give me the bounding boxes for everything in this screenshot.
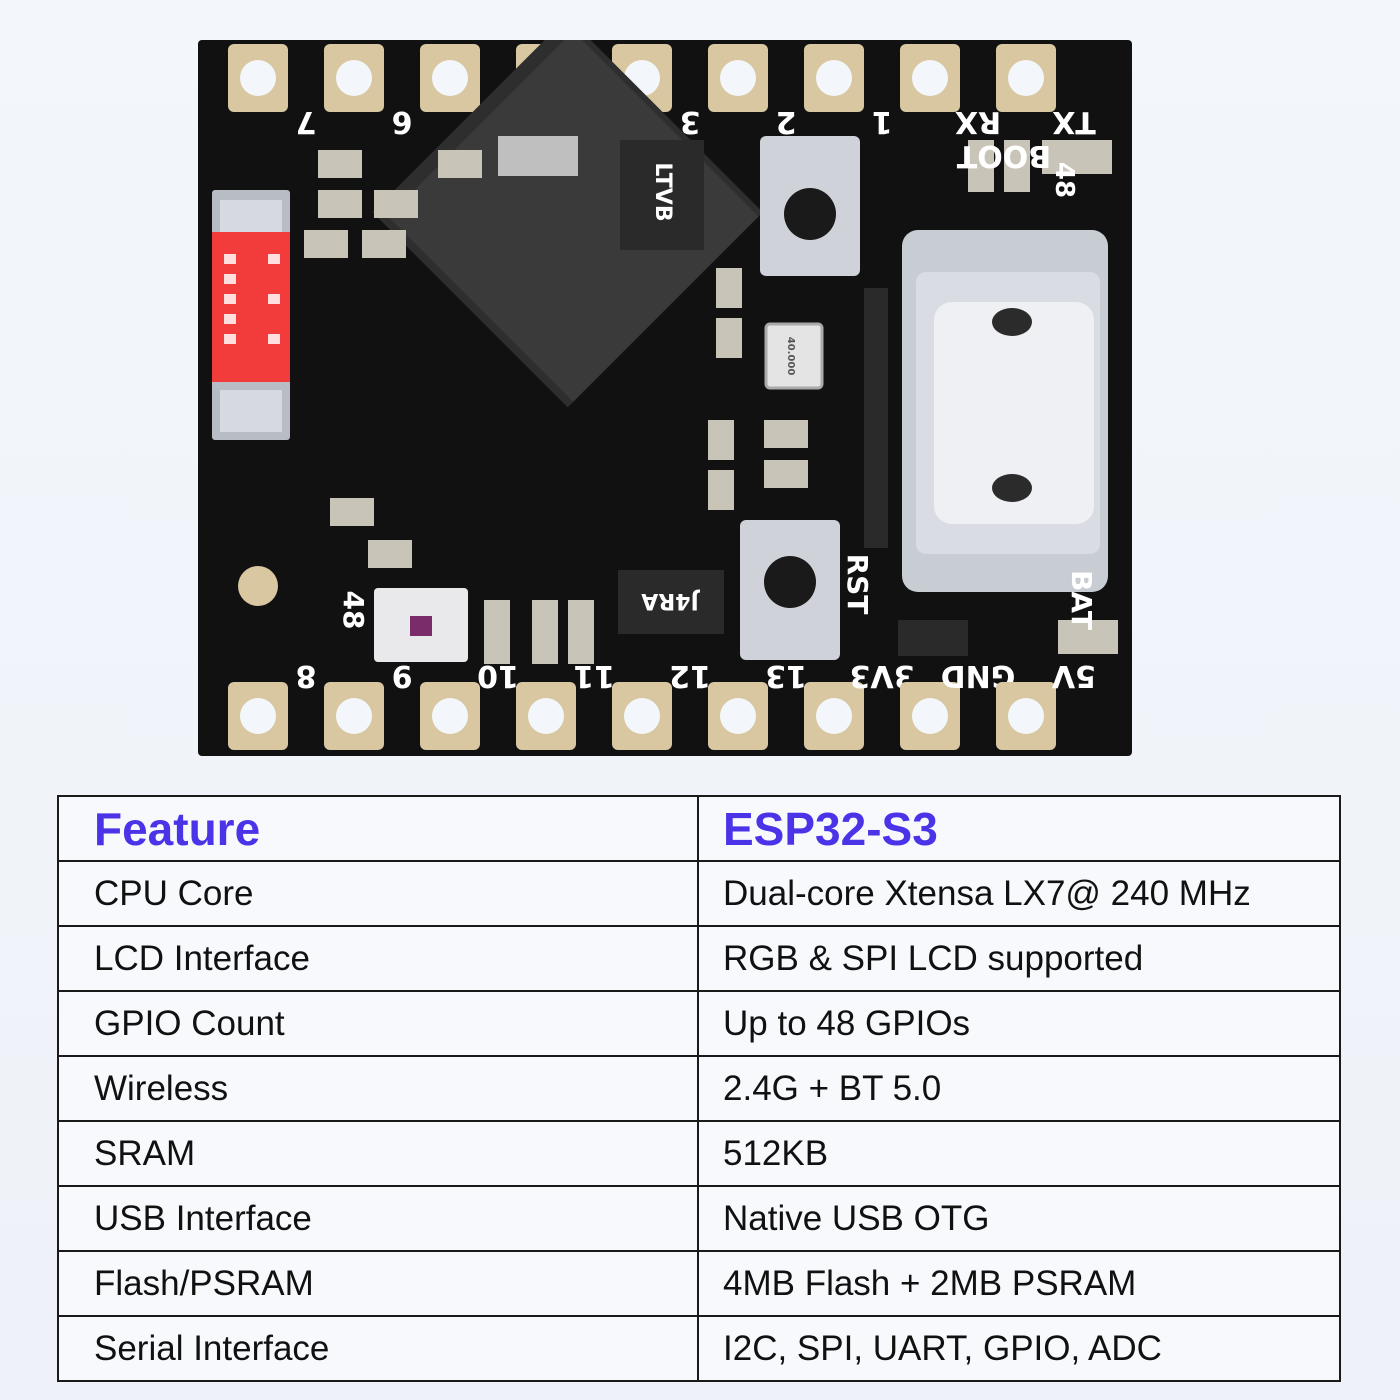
bottom-pin-label-4: 12 [669,658,711,693]
silk-rst: RST [841,554,874,615]
table-row: USB Interface Native USB OTG [57,1185,1341,1252]
feature-cell: Serial Interface [57,1315,699,1382]
feature-cell: LCD Interface [57,925,699,992]
bottom-pin-hole-7 [912,698,948,734]
top-pin-label-6: 1 [872,104,893,139]
value-cell: Dual-core Xtensa LX7@ 240 MHz [697,860,1341,927]
table-row: LCD Interface RGB & SPI LCD supported [57,925,1341,992]
usb-c-port [864,230,1108,592]
table-row: Serial Interface I2C, SPI, UART, GPIO, A… [57,1315,1341,1382]
bottom-pin-label-1: 9 [392,658,413,693]
table-row: CPU Core Dual-core Xtensa LX7@ 240 MHz [57,860,1341,927]
top-pin-label-8: TX [1052,104,1096,139]
svg-text:LTVB: LTVB [650,162,675,221]
top-pin-label-5: 2 [776,104,797,139]
value-cell: Native USB OTG [697,1185,1341,1252]
table-row: Flash/PSRAM 4MB Flash + 2MB PSRAM [57,1250,1341,1317]
bottom-pin-label-0: 8 [296,658,317,693]
top-pin-label-0: 7 [296,104,317,139]
top-pin-label-4: 3 [680,104,701,139]
value-cell: I2C, SPI, UART, GPIO, ADC [697,1315,1341,1382]
bottom-pin-hole-2 [432,698,468,734]
bottom-pin-hole-3 [528,698,564,734]
value-cell: 4MB Flash + 2MB PSRAM [697,1250,1341,1317]
mounting-pad [238,566,278,606]
bottom-pin-hole-4 [624,698,660,734]
top-pin-label-1: 6 [392,104,413,139]
top-pin-hole-7 [912,60,948,96]
bottom-pin-label-8: 5V [1051,658,1096,693]
value-cell: 512KB [697,1120,1341,1187]
top-pin-hole-2 [432,60,468,96]
bottom-pin-hole-5 [720,698,756,734]
table-row: SRAM 512KB [57,1120,1341,1187]
ldo-bottom: J4RA [618,570,724,634]
svg-text:J4RA: J4RA [641,588,700,613]
top-pin-hole-6 [816,60,852,96]
top-pin-hole-5 [720,60,756,96]
silk-48-top: 48 [1049,162,1079,198]
silk-boot: BOOT [956,138,1051,173]
feature-cell: Wireless [57,1055,699,1122]
crystal: 40.000 [764,322,824,390]
ldo-top: LTVB [620,140,704,250]
value-cell: RGB & SPI LCD supported [697,925,1341,992]
table-row: Wireless 2.4G + BT 5.0 [57,1055,1341,1122]
table-header-row: Feature ESP32-S3 [57,795,1341,862]
top-pin-hole-1 [336,60,372,96]
top-pin-label-7: RX [955,104,1001,139]
rgb-led [374,588,468,662]
bottom-pin-hole-8 [1008,698,1044,734]
silk-bat: BAT [1065,570,1098,630]
bottom-pin-label-5: 13 [765,658,807,693]
feature-cell: SRAM [57,1120,699,1187]
silk-48-bottom: 48 [337,591,370,630]
bottom-pin-hole-0 [240,698,276,734]
table-row: GPIO Count Up to 48 GPIOs [57,990,1341,1057]
feature-cell: Flash/PSRAM [57,1250,699,1317]
bottom-pin-hole-6 [816,698,852,734]
feature-cell: GPIO Count [57,990,699,1057]
top-pin-hole-0 [240,60,276,96]
value-cell: Up to 48 GPIOs [697,990,1341,1057]
boot-button [760,136,860,276]
svg-text:40.000: 40.000 [785,337,796,376]
spec-table: Feature ESP32-S3 CPU Core Dual-core Xten… [57,795,1341,1382]
feature-cell: USB Interface [57,1185,699,1252]
feature-cell: CPU Core [57,860,699,927]
passive-components [304,136,1118,664]
header-esp32-s3: ESP32-S3 [697,795,1341,862]
top-pin-hole-8 [1008,60,1044,96]
reset-button [740,520,840,660]
header-feature: Feature [57,795,699,862]
bottom-pin-hole-1 [336,698,372,734]
value-cell: 2.4G + BT 5.0 [697,1055,1341,1122]
antenna-block [212,190,290,440]
